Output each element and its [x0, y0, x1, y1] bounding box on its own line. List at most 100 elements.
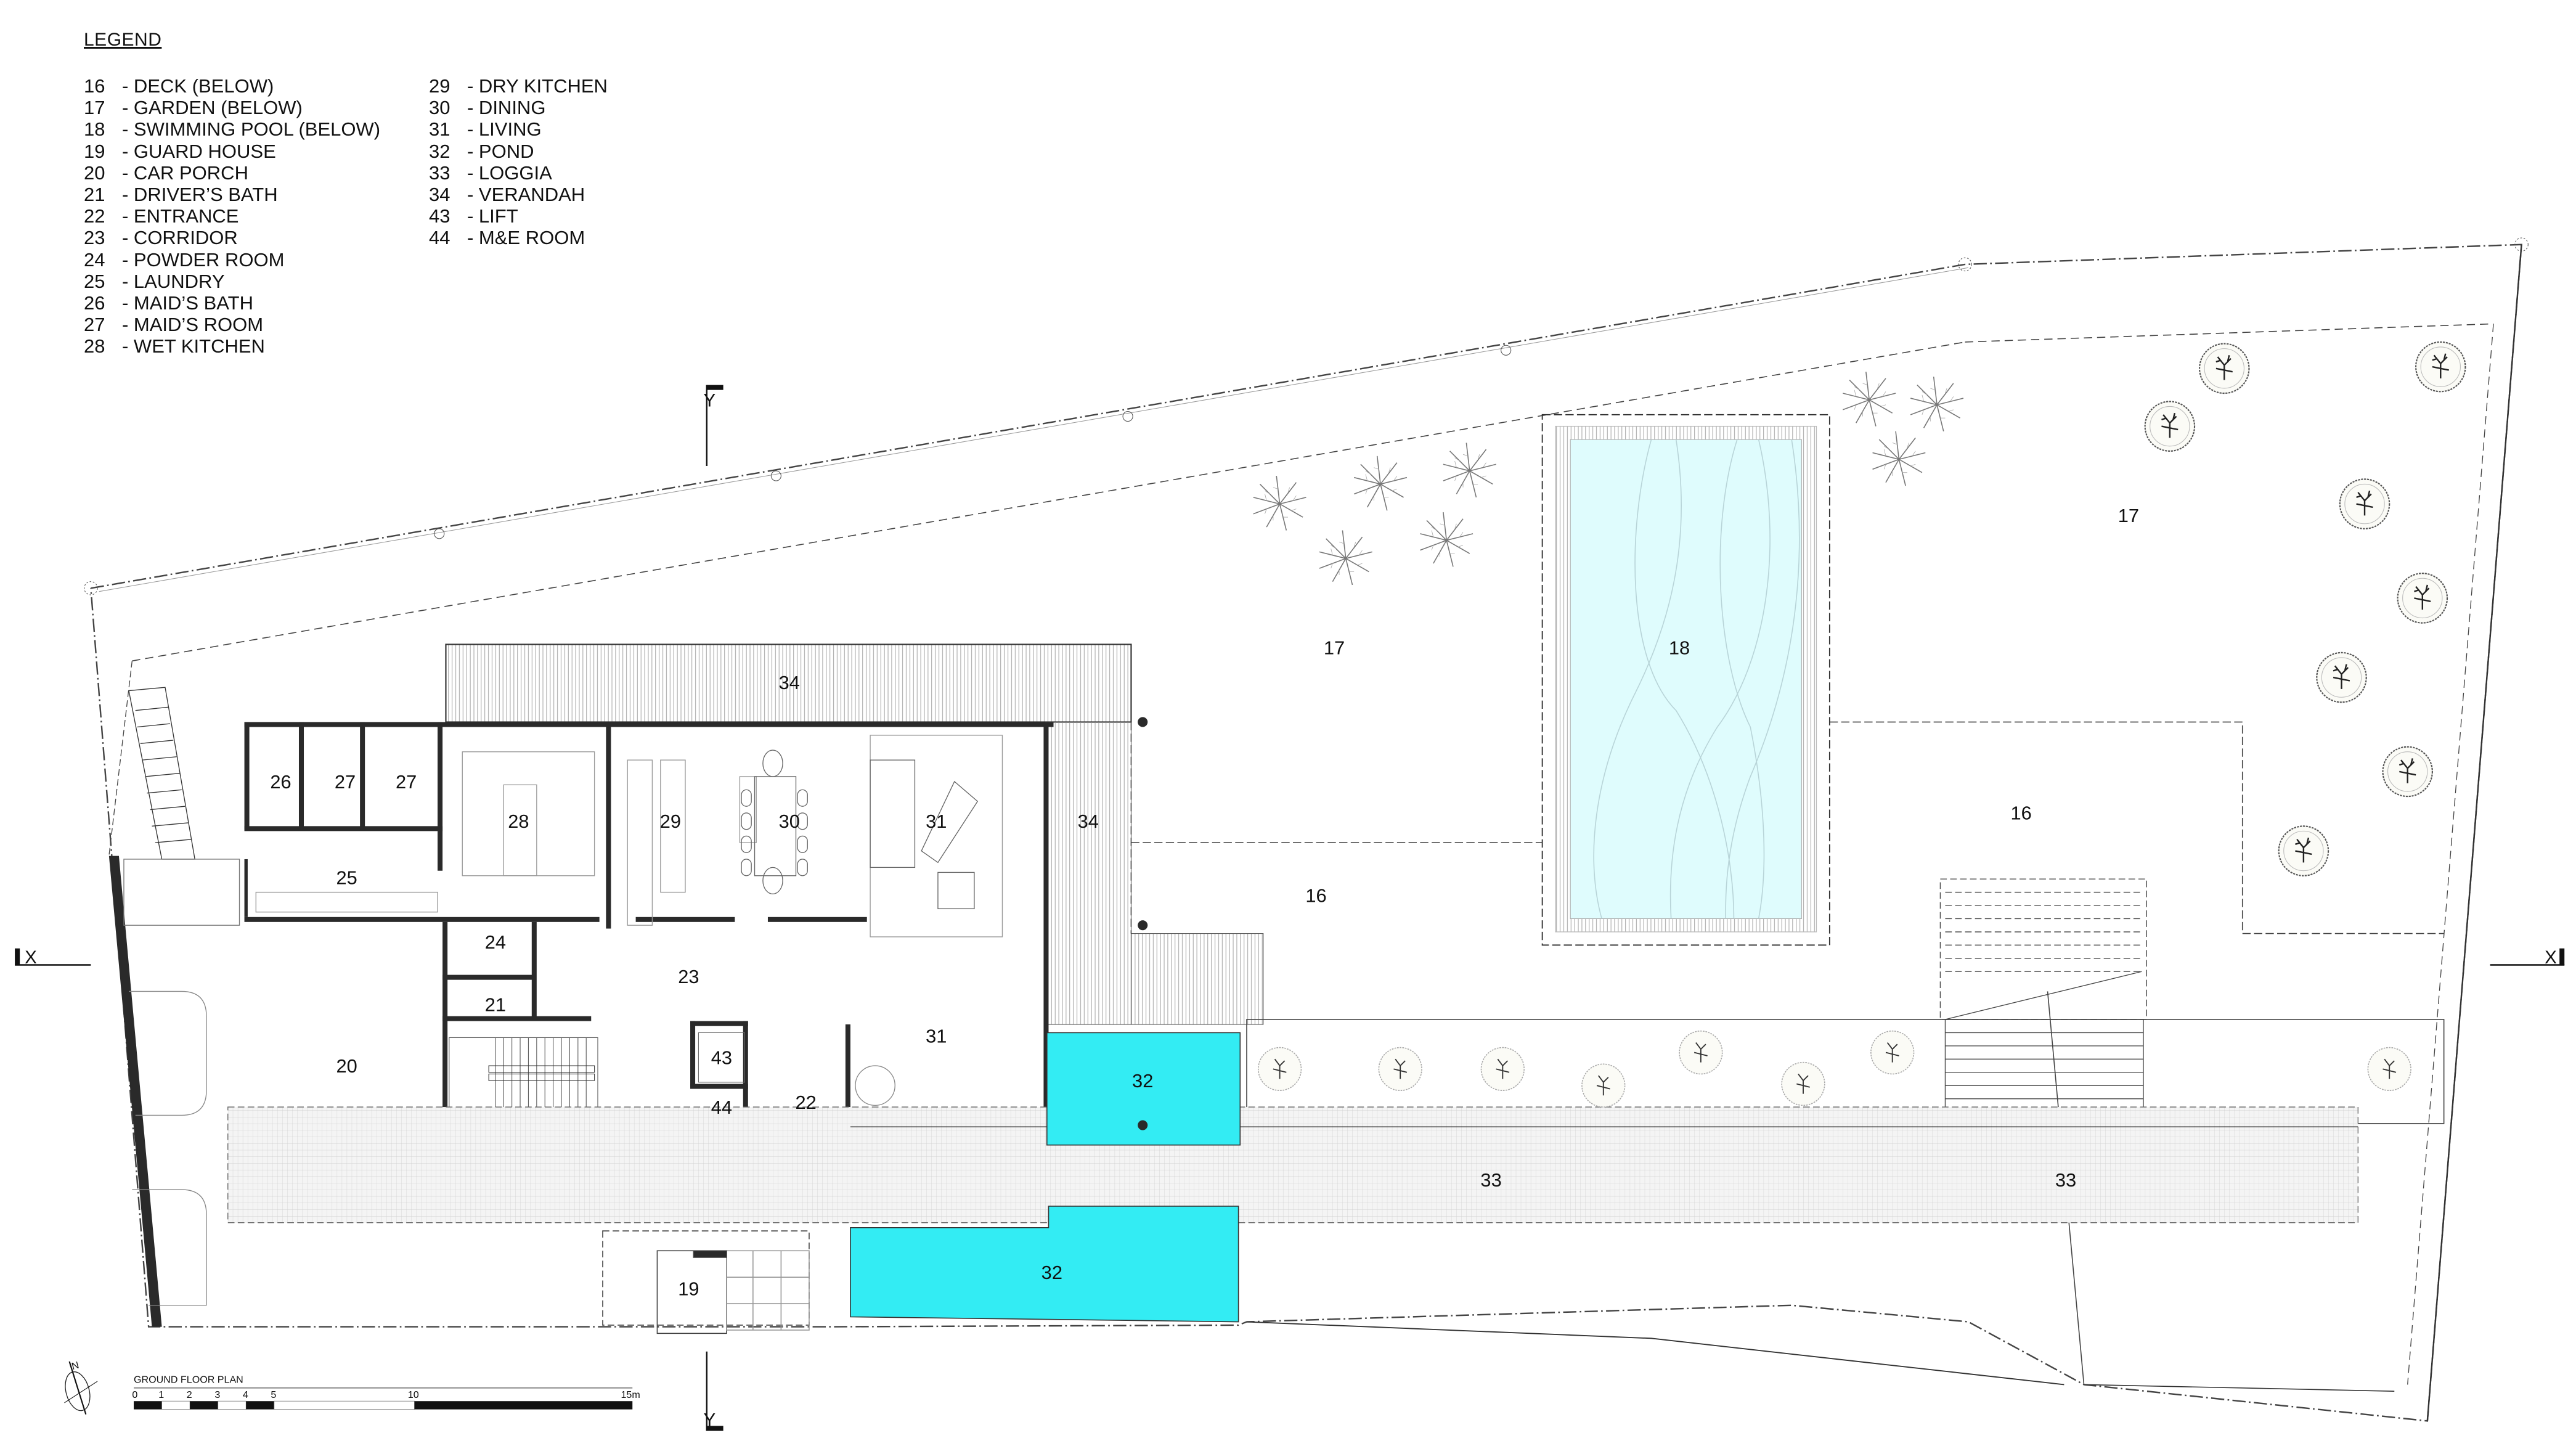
room-label-16: 16	[1305, 885, 1326, 907]
svg-text:5: 5	[271, 1389, 276, 1400]
legend-number: 27	[84, 314, 105, 336]
columns	[1138, 717, 1148, 931]
legend-item: 23 - CORRIDOR	[84, 227, 429, 248]
verandah-right	[1045, 721, 1131, 1025]
building-walls	[244, 722, 1054, 1132]
legend-label: - ENTRANCE	[122, 205, 239, 227]
room-label-32: 32	[1041, 1262, 1062, 1283]
north-arrow-icon: N	[64, 1360, 98, 1415]
legend-item: 16 - DECK (BELOW)	[84, 75, 429, 97]
legend-item: 44- M&E ROOM	[429, 227, 774, 248]
section-mark-x-right: X	[2490, 947, 2565, 968]
room-label-27: 27	[335, 771, 356, 793]
legend-number: 32	[429, 140, 450, 162]
legend-item: 30- DINING	[429, 97, 774, 118]
legend-label: - SWIMMING POOL (BELOW)	[122, 118, 381, 141]
legend-number: 16	[84, 75, 105, 97]
legend-label: - POND	[467, 140, 534, 162]
legend-item: 19- GUARD HOUSE	[84, 141, 429, 162]
legend-label: - VERANDAH	[467, 184, 585, 206]
room-label-21: 21	[485, 994, 506, 1016]
svg-text:10: 10	[408, 1389, 419, 1400]
legend-item: 31 - LIVING	[429, 118, 774, 140]
legend-item: 29- DRY KITCHEN	[429, 75, 774, 97]
ponds	[850, 1032, 1241, 1323]
legend: LEGEND 16- DECK (BELOW) 17- GARDEN (BELO…	[84, 30, 774, 357]
legend-number: 33	[429, 161, 450, 184]
legend-label: - CORRIDOR	[122, 227, 238, 249]
legend-label: - POWDER ROOM	[122, 248, 285, 271]
legend-item: 21- DRIVER’S BATH	[84, 184, 429, 205]
legend-number: 21	[84, 184, 105, 206]
legend-label: - DECK (BELOW)	[122, 75, 274, 97]
legend-number: 22	[84, 205, 105, 227]
legend-number: 26	[84, 292, 105, 314]
legend-label: - LIVING	[467, 118, 542, 141]
legend-item: 22 - ENTRANCE	[84, 205, 429, 227]
room-label-28: 28	[508, 811, 529, 832]
section-mark-y-top: Y	[703, 385, 723, 466]
legend-label: - GUARD HOUSE	[122, 140, 276, 162]
svg-text:0: 0	[132, 1389, 137, 1400]
legend-item: 33 - LOGGIA	[429, 162, 774, 184]
legend-number: 20	[84, 161, 105, 184]
deck-outlines	[1130, 721, 2444, 934]
legend-item: 26 - MAID’S BATH	[84, 292, 429, 314]
svg-text:15m: 15m	[621, 1389, 640, 1400]
deck-stair	[1130, 933, 1264, 1025]
room-label-20: 20	[336, 1055, 357, 1077]
legend-number: 18	[84, 118, 105, 141]
legend-number: 23	[84, 227, 105, 249]
room-label-17: 17	[2118, 505, 2139, 526]
section-mark-x-left: X	[15, 947, 91, 968]
room-label-30: 30	[779, 811, 800, 832]
legend-item: 32 - POND	[429, 141, 774, 162]
room-label-22: 22	[795, 1092, 816, 1113]
legend-number: 17	[84, 97, 105, 119]
site-boundary	[84, 237, 2529, 1422]
legend-item: 18 - SWIMMING POOL (BELOW)	[84, 118, 429, 140]
legend-label: - M&E ROOM	[467, 227, 585, 249]
legend-item: 17 - GARDEN (BELOW)	[84, 97, 429, 118]
right-stair	[1939, 878, 2148, 1127]
legend-label: - MAID’S BATH	[122, 292, 253, 314]
room-label-43: 43	[711, 1047, 732, 1068]
svg-text:X: X	[25, 947, 37, 968]
svg-text:4: 4	[243, 1389, 248, 1400]
legend-label: - LIFT	[467, 205, 518, 227]
room-label-33: 33	[2055, 1169, 2076, 1191]
room-label-24: 24	[485, 931, 506, 953]
room-label-29: 29	[660, 811, 681, 832]
legend-label: - CAR PORCH	[122, 161, 248, 184]
swimming-pool	[1541, 414, 1830, 946]
room-label-34: 34	[1078, 811, 1099, 832]
legend-columns: 16 - DECK (BELOW) 17 - GARDEN (BELOW) 18 - …	[84, 75, 774, 357]
loggia	[227, 1106, 2358, 1223]
legend-item: 25 - LAUNDRY	[84, 271, 429, 292]
guard-house	[602, 1230, 810, 1334]
legend-column-1: 16 - DECK (BELOW) 17 - GARDEN (BELOW) 18 - …	[84, 75, 429, 357]
legend-label: - DINING	[467, 97, 546, 119]
room-label-31: 31	[926, 1026, 947, 1047]
svg-text:Y: Y	[703, 1410, 715, 1430]
room-label-27: 27	[396, 771, 417, 793]
room-label-18: 18	[1669, 637, 1690, 659]
legend-label: - GARDEN (BELOW)	[122, 97, 303, 119]
legend-label: - LOGGIA	[467, 161, 552, 184]
svg-text:N: N	[70, 1360, 80, 1372]
room-label-17: 17	[1324, 637, 1345, 659]
legend-item: 28- WET KITCHEN	[84, 335, 429, 357]
room-label-44: 44	[711, 1097, 732, 1118]
legend-item: 43- LIFT	[429, 205, 774, 227]
drawing-title: GROUND FLOOR PLAN	[134, 1374, 243, 1386]
title-block: GROUND FLOOR PLAN 0 1 2 3 4 5 10 15m	[132, 1374, 640, 1410]
legend-label: - WET KITCHEN	[122, 335, 265, 357]
legend-number: 29	[429, 75, 450, 97]
room-label-19: 19	[678, 1278, 699, 1300]
legend-label: - LAUNDRY	[122, 270, 225, 292]
room-labels: 34 34 26 27 27 28 29 30 31 25 24 23 21 2…	[270, 505, 2139, 1300]
legend-number: 25	[84, 270, 105, 292]
legend-column-2: 29- DRY KITCHEN 30- DINING 31 - LIVING 32…	[429, 75, 774, 357]
legend-number: 31	[429, 118, 450, 141]
